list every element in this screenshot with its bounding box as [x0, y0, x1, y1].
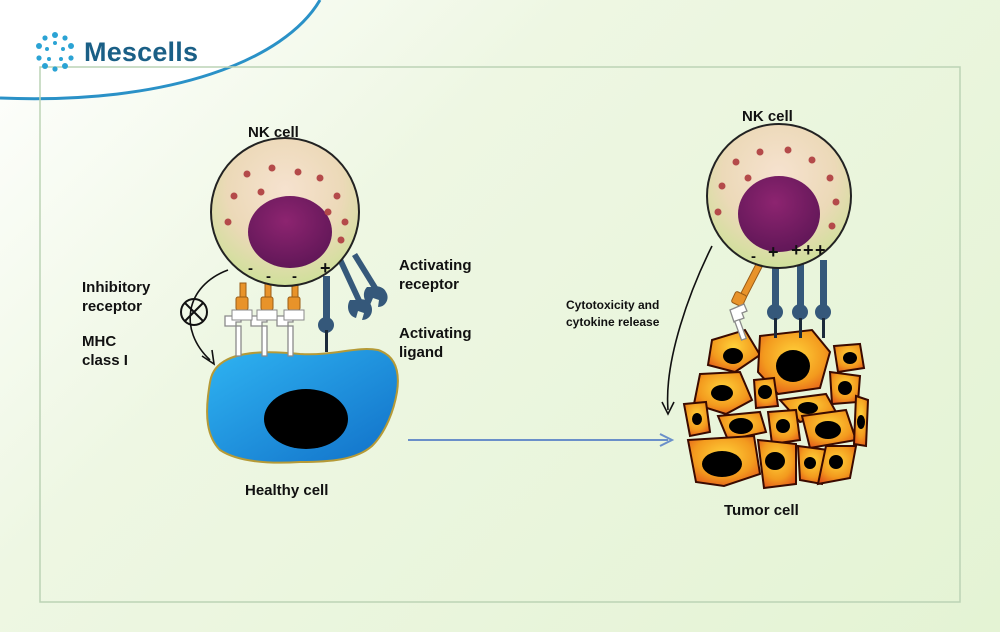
- activating-receptor-left: [318, 276, 334, 352]
- granules-right: [714, 146, 840, 230]
- nk-cell-right-nucleus: [738, 176, 820, 252]
- nk-cell-right-label: NK cell: [742, 108, 793, 125]
- inhibitory-receptor-label: Inhibitory receptor: [82, 279, 151, 315]
- sign-plus: +: [791, 240, 802, 260]
- sign-minus: -: [292, 268, 297, 285]
- sign-plus: +: [320, 258, 331, 278]
- mhc-class-i: [224, 315, 294, 357]
- mhc-class-i-right: [729, 303, 748, 341]
- diagram-frame: [39, 66, 961, 603]
- brand-name: Mescells: [84, 36, 199, 67]
- activating-receptor-label: Activating receptor: [399, 257, 472, 293]
- dotted-ring-logo-icon: [36, 32, 74, 72]
- brand-logo[interactable]: Mescells: [34, 30, 198, 74]
- nk-cell-left: [210, 137, 360, 287]
- nk-cell-left-label: NK cell: [248, 124, 299, 141]
- sign-plus: +: [815, 240, 826, 260]
- cytotoxicity-label: Cytotoxicity and cytokine release: [566, 298, 660, 329]
- healthy-cell-nucleus: [264, 389, 348, 449]
- activating-ligand-label: Activating ligand: [399, 325, 472, 361]
- cytotoxicity-arrowhead: [661, 401, 675, 416]
- sign-minus: -: [248, 260, 253, 277]
- progression-arrowhead: [659, 433, 675, 447]
- healthy-cell-label: Healthy cell: [245, 482, 329, 499]
- nk-cell-right: [706, 123, 852, 269]
- granules-left: [224, 164, 349, 244]
- tumor-cell-cluster: [682, 328, 870, 490]
- inhibition-arrowhead: [201, 349, 216, 366]
- cytotoxicity-curved-arrow: [666, 245, 713, 411]
- activating-receptors-right: [767, 258, 831, 338]
- header-swoosh-edge: [0, 0, 322, 101]
- sign-minus: -: [751, 248, 756, 265]
- inhibition-curved-arrow: [189, 269, 229, 361]
- activating-receptor-wrench-icon: [338, 253, 388, 320]
- tumor-cell-label: Tumor cell: [724, 502, 799, 519]
- sign-minus: -: [266, 268, 271, 285]
- sign-plus: +: [768, 242, 779, 262]
- inhibitory-receptors-left: [231, 282, 305, 321]
- mhc-class-label: MHC class I: [82, 333, 128, 369]
- sign-plus: +: [803, 240, 814, 260]
- nk-cell-left-nucleus: [248, 196, 332, 268]
- inhibition-circle-x-icon: [180, 298, 208, 326]
- inhibitory-receptor-right: [731, 263, 763, 307]
- header-swoosh: [0, 0, 320, 99]
